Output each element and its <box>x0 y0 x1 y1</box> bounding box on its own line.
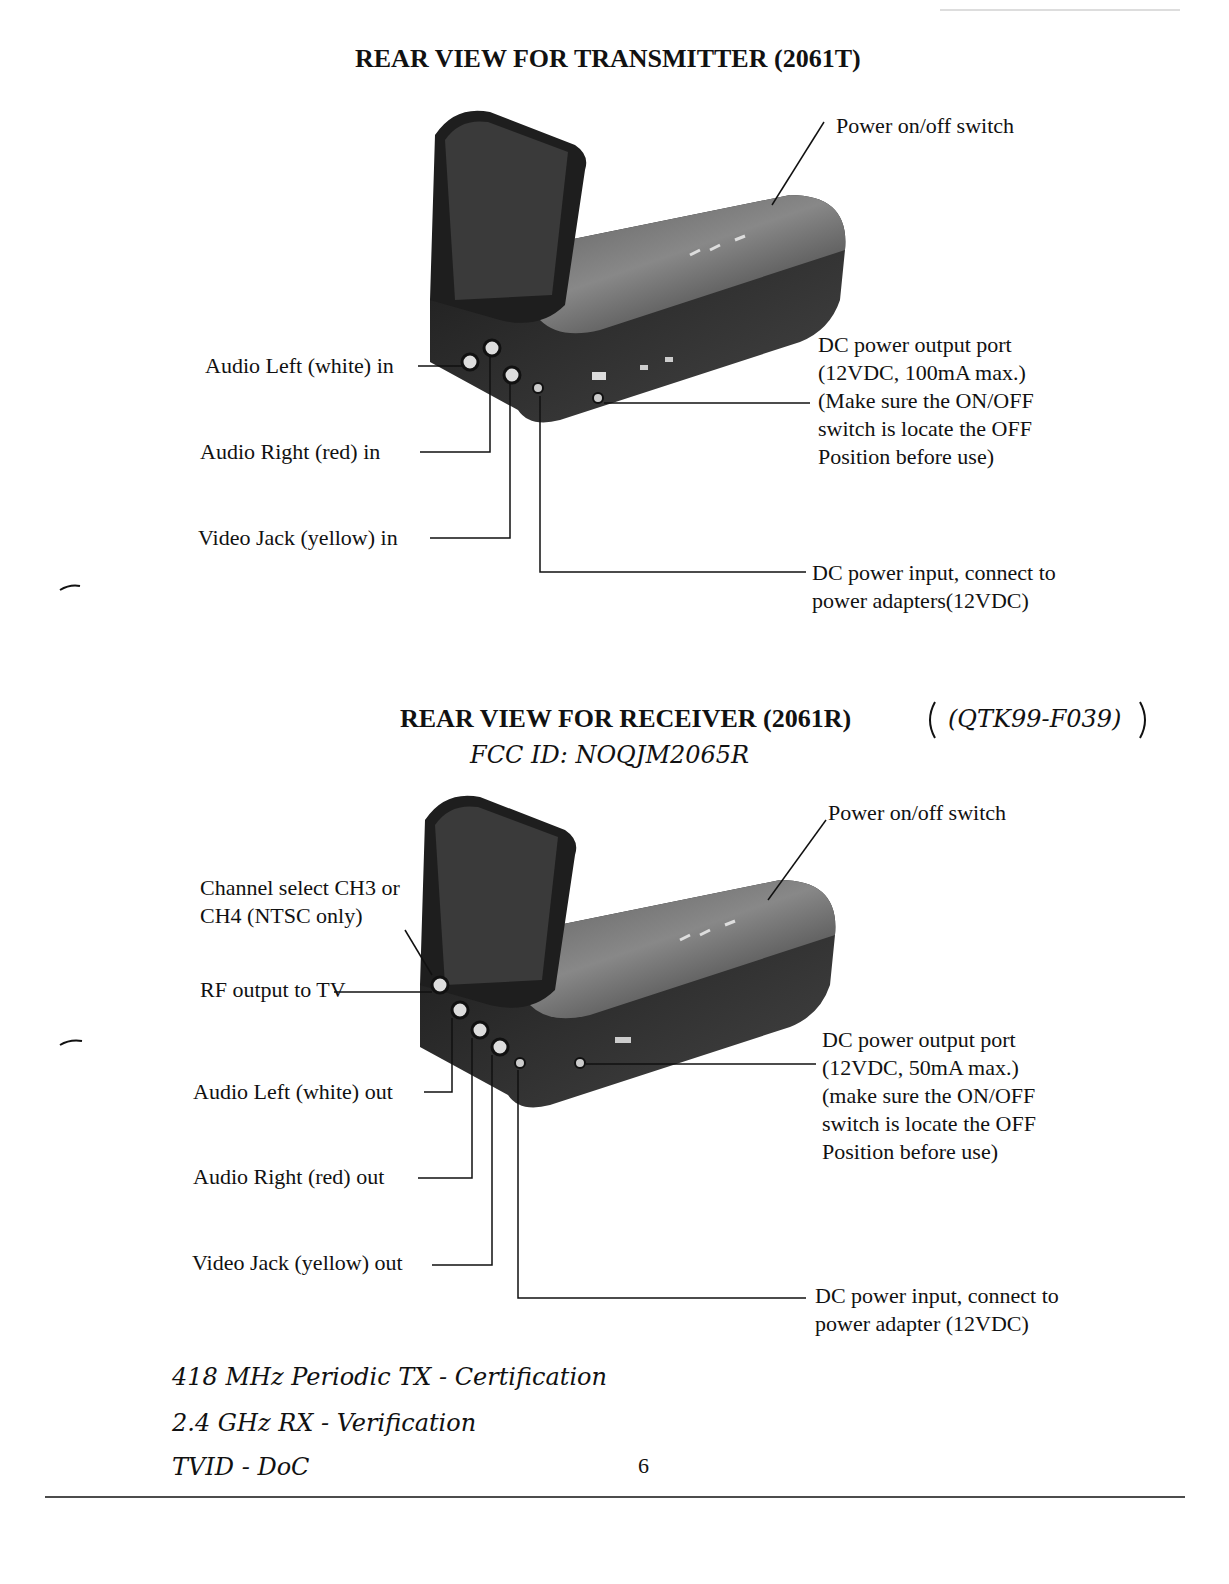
jack-label: Audio Left (white) out <box>193 1078 393 1106</box>
scan-mark <box>60 1041 82 1046</box>
jack-label: Video Jack (yellow) in <box>198 524 398 552</box>
handwritten-note: 2.4 GHz RX - Verification <box>172 1408 476 1438</box>
scan-line <box>940 10 1180 11</box>
port-note: DC power output port (12VDC, 100mA max.)… <box>818 331 1043 471</box>
page-rule <box>45 1496 1185 1498</box>
jack-label: RF output to TV <box>200 976 346 1004</box>
receiver-unit <box>420 796 835 1108</box>
handwritten-note: TVID - DoC <box>172 1452 309 1482</box>
jack-label: Audio Left (white) in <box>205 352 394 380</box>
jack-label: Video Jack (yellow) out <box>192 1249 403 1277</box>
handwritten-bracket <box>930 702 1145 738</box>
jack-label: Audio Right (red) in <box>200 438 380 466</box>
jack-label: Audio Right (red) out <box>193 1163 384 1191</box>
handwritten-note: (QTK99-F039) <box>948 704 1121 734</box>
callout-label: Power on/off switch <box>836 112 1014 140</box>
section-heading: REAR VIEW FOR RECEIVER (2061R) <box>400 703 851 735</box>
switch-label: Channel select CH3 or CH4 (NTSC only) <box>200 874 415 930</box>
callout-label: Power on/off switch <box>828 799 1006 827</box>
page-number: 6 <box>638 1452 649 1480</box>
port-note: DC power input, connect to power adapter… <box>815 1282 1085 1338</box>
handwritten-note: FCC ID: NOQJM2065R <box>470 740 749 770</box>
port-note: DC power output port (12VDC, 50mA max.) … <box>822 1026 1047 1166</box>
port-note: DC power input, connect to power adapter… <box>812 559 1082 615</box>
transmitter-unit <box>430 111 845 423</box>
scan-mark <box>60 586 80 591</box>
handwritten-note: 418 MHz Periodic TX - Certification <box>172 1362 607 1392</box>
section-heading: REAR VIEW FOR TRANSMITTER (2061T) <box>355 43 861 75</box>
